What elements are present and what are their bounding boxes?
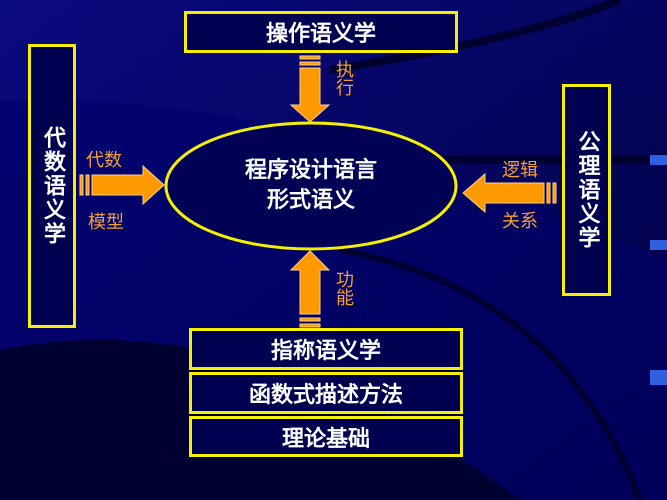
algebraic-semantics-box: 代数语义学 [28,44,76,328]
label-algebra: 代数 [86,150,122,171]
center-line-1: 程序设计语言 [244,158,377,183]
label-function: 功能 [333,270,354,306]
label-relation: 关系 [502,211,538,232]
up-arrow [289,250,331,328]
denotational-semantics-box: 指称语义学 [189,328,463,370]
down-arrow [289,55,331,123]
right-pointing-arrow [79,164,165,206]
center-ellipse [164,121,458,251]
axiomatic-semantics-box: 公理语义学 [562,84,611,296]
label-logic: 逻辑 [502,160,538,181]
left-pointing-arrow [462,172,557,214]
operational-semantics-box: 操作语义学 [184,11,458,53]
functional-description-box: 函数式描述方法 [189,372,463,414]
center-line-2: 形式语义 [266,188,355,213]
theoretical-basis-box: 理论基础 [189,416,463,457]
label-model: 模型 [88,212,124,233]
label-execute: 执行 [333,60,354,96]
center-topic: 程序设计语言 形式语义 [165,122,457,250]
